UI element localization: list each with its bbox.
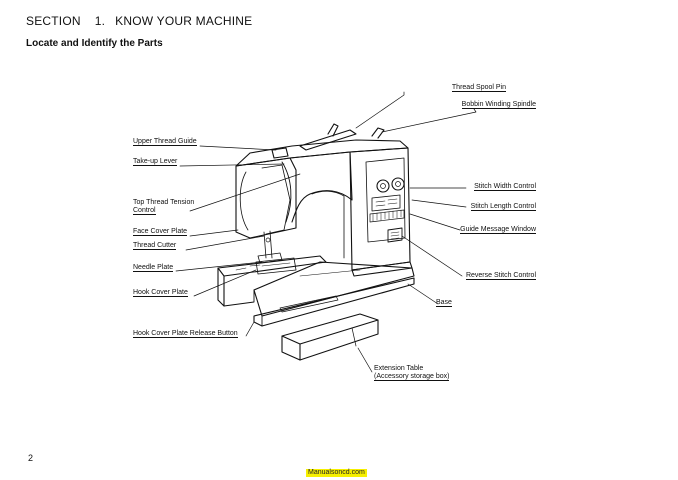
label-thread-cutter: Thread Cutter	[133, 242, 177, 250]
page-number: 2	[28, 453, 34, 463]
footer-watermark: Manualsoncd.com	[306, 469, 367, 477]
label-hook-cover-plate-release-button: Hook Cover Plate Release Button	[133, 330, 238, 338]
label-extension-table: Extension Table (Accessory storage box)	[374, 365, 450, 381]
label-base: Base	[436, 299, 452, 307]
label-guide-message-window: Guide Message Window	[460, 226, 536, 234]
page-subtitle: Locate and Identify the Parts	[26, 38, 163, 49]
label-hook-cover-plate: Hook Cover Plate	[133, 289, 188, 297]
section-header: SECTION 1. KNOW YOUR MACHINE	[26, 14, 252, 28]
stitch-length-dial	[391, 177, 405, 191]
section-title: KNOW YOUR MACHINE	[115, 14, 253, 28]
label-reverse-stitch-control: Reverse Stitch Control	[465, 272, 536, 280]
thread-spool-pin-drawing	[299, 123, 385, 151]
extension-table-drawing	[281, 313, 379, 361]
label-take-up-lever: Take-up Lever	[133, 158, 178, 166]
label-top-thread-tension-control: Top Thread Tension Control	[133, 199, 195, 215]
label-needle-plate: Needle Plate	[133, 264, 174, 272]
label-bobbin-winding-spindle: Bobbin Winding Spindle	[461, 101, 536, 109]
label-stitch-length-control: Stitch Length Control	[470, 203, 536, 211]
label-thread-spool-pin: Thread Spool Pin	[451, 84, 506, 92]
label-face-cover-plate: Face Cover Plate	[133, 228, 188, 236]
section-label: SECTION	[26, 14, 81, 28]
label-upper-thread-guide: Upper Thread Guide	[133, 138, 197, 146]
label-stitch-width-control: Stitch Width Control	[474, 183, 536, 191]
stitch-width-dial	[376, 179, 390, 193]
section-number: 1.	[94, 14, 106, 28]
